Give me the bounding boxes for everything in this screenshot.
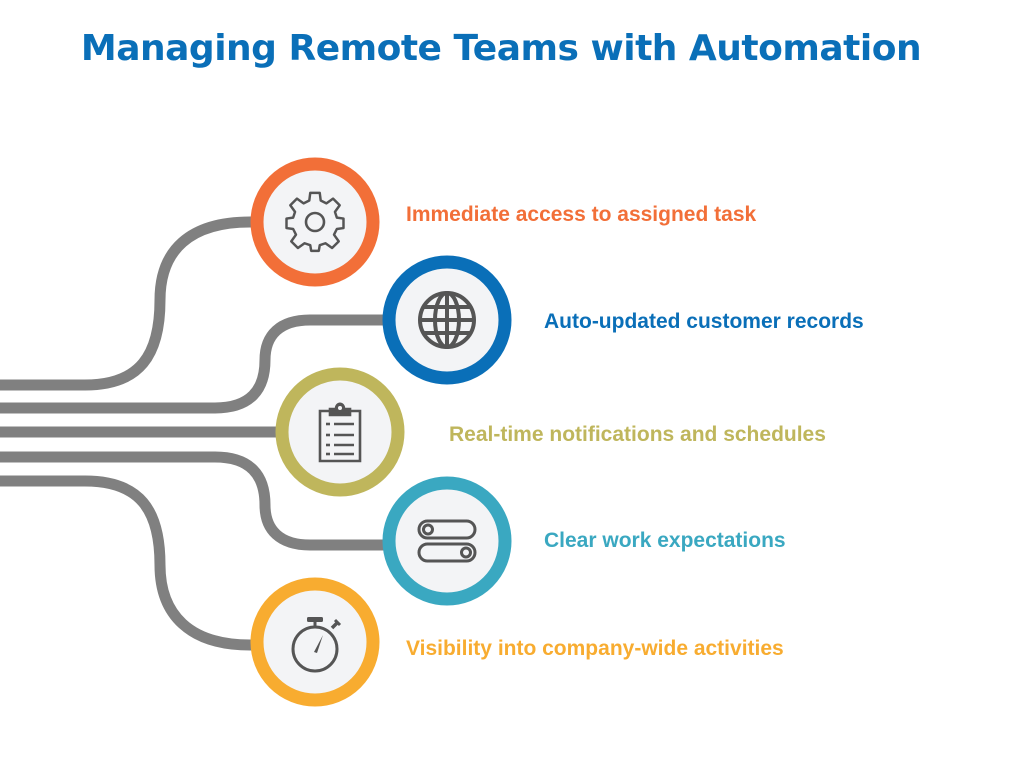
item-label-1: Immediate access to assigned task [406,203,757,226]
item-label-2: Auto-updated customer records [544,310,864,333]
connector-1 [0,216,260,391]
item-label-5: Visibility into company-wide activities [406,637,784,660]
gear-icon [285,191,345,253]
clipboard-icon [318,402,362,463]
stopwatch-icon [291,617,342,673]
node-2 [382,255,512,385]
node-ring-5 [250,577,380,707]
item-label-3: Real-time notifications and schedules [449,423,826,446]
node-ring-4 [382,476,512,606]
connectors [0,216,395,651]
node-3 [275,367,405,497]
connector-5 [0,475,260,651]
node-5 [250,577,380,707]
node-ring-1 [250,157,380,287]
node-4 [382,476,512,606]
connector-2 [0,314,395,414]
globe-icon [418,291,476,349]
page-title: Managing Remote Teams with Automation [80,28,922,69]
item-label-4: Clear work expectations [544,529,786,552]
connector-4 [0,451,395,551]
node-ring-3 [275,367,405,497]
toggle-switches-icon [417,519,477,563]
node-1 [250,157,380,287]
